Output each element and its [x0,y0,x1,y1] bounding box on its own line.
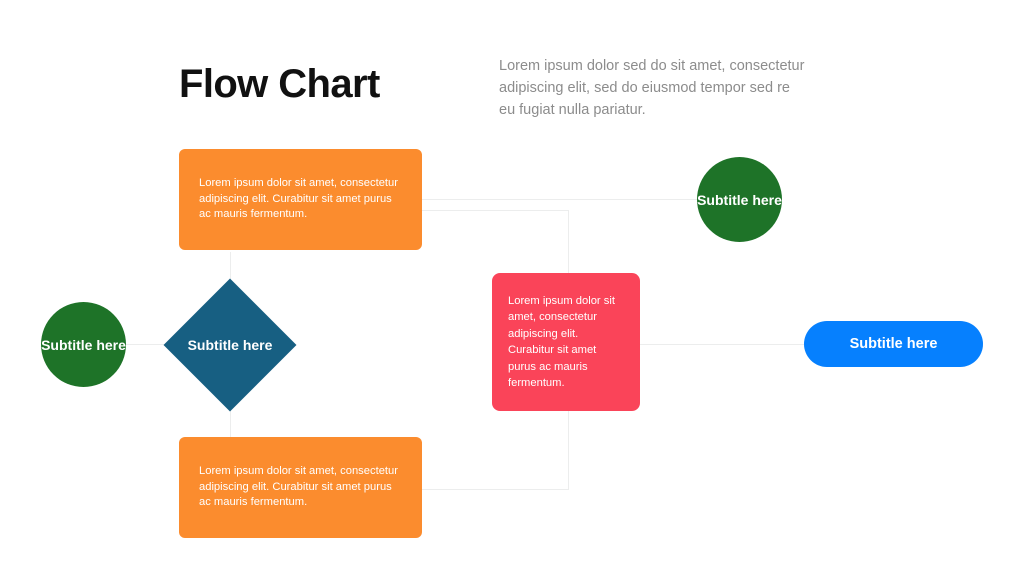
connector-data-center-to-action-right [640,344,805,345]
process-box-top-text: Lorem ipsum dolor sit amet, consectetur … [199,177,398,221]
connector-terminator-left-to-decision [126,344,183,345]
process-box-top[interactable]: Lorem ipsum dolor sit amet, consectetur … [179,149,422,250]
decision-diamond-label: Subtitle here [187,337,273,353]
data-box-center[interactable]: Lorem ipsum dolor sit amet, consectetur … [492,273,640,411]
process-box-bottom-text: Lorem ipsum dolor sit amet, consectetur … [199,465,398,509]
action-pill-right-label: Subtitle here [849,336,938,352]
page-description: Lorem ipsum dolor sed do sit amet, conse… [499,58,805,118]
page-title: Flow Chart [179,62,380,106]
terminator-circle-left-label: Subtitle here [41,336,126,353]
terminator-circle-right[interactable]: Subtitle here [697,157,782,242]
process-box-bottom[interactable]: Lorem ipsum dolor sit amet, consectetur … [179,437,422,538]
decision-diamond[interactable]: Subtitle here [163,278,297,412]
connector-elbow-bottom-segment [422,489,569,490]
terminator-circle-right-label: Subtitle here [697,191,782,208]
data-box-center-text: Lorem ipsum dolor sit amet, consectetur … [508,294,615,390]
action-pill-right[interactable]: Subtitle here [804,321,983,367]
connector-elbow-top-segment [422,210,569,211]
connector-decision-to-process-top [230,252,231,300]
connector-process-top-to-terminator-right [422,199,697,200]
terminator-circle-left[interactable]: Subtitle here [41,302,126,387]
connector-decision-to-process-bottom [230,388,231,440]
